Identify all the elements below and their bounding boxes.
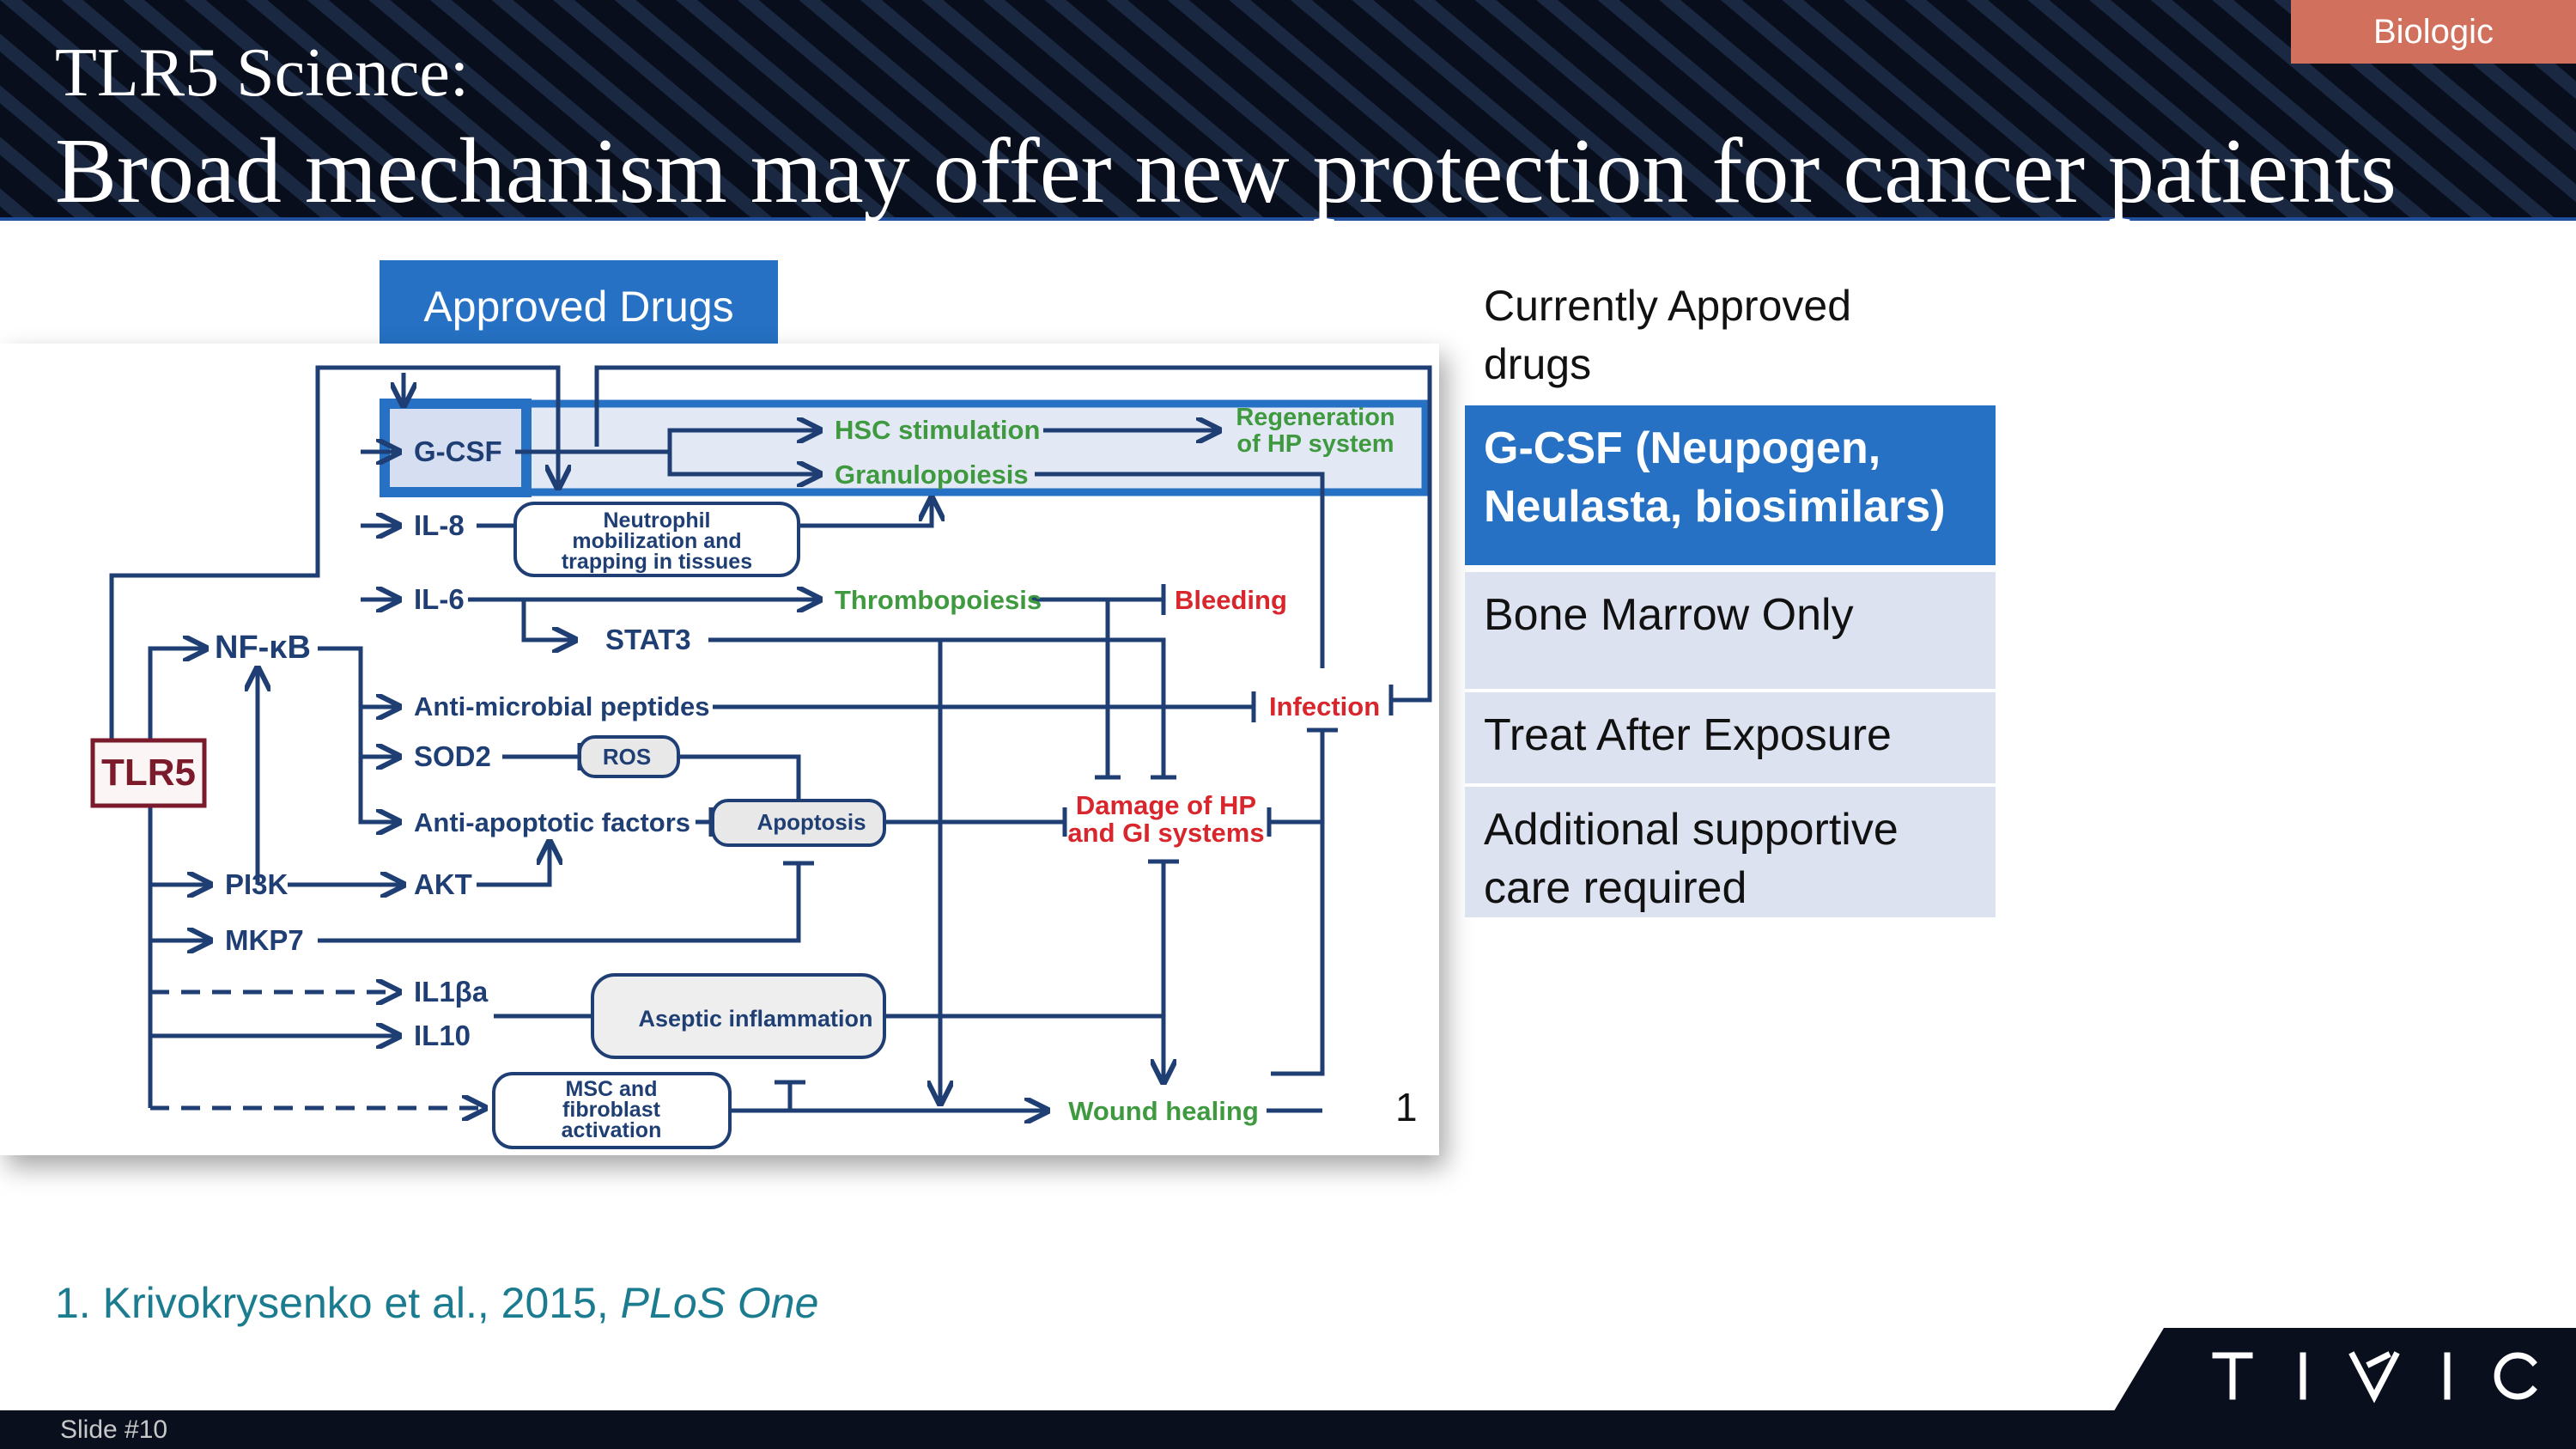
node-pi3k: PI3K <box>225 868 289 900</box>
citation: 1. Krivokrysenko et al., 2015, PLoS One <box>55 1278 818 1328</box>
node-mkp7: MKP7 <box>225 924 304 956</box>
node-amp: Anti-microbial peptides <box>414 691 709 721</box>
tlr5-pathway-figure: G-CSF IL-8 IL-6 STAT3 Anti-microbial pep… <box>0 344 1439 1155</box>
slide-title-line2: Broad mechanism may offer new protection… <box>55 120 2397 221</box>
outcome-damage-1: Damage of HP <box>1076 790 1256 820</box>
outcome-regen-1: Regeneration <box>1236 404 1394 431</box>
approved-drugs-label: Approved Drugs <box>380 260 778 353</box>
node-ros: ROS <box>603 744 651 770</box>
outcome-hsc: HSC stimulation <box>835 415 1040 445</box>
node-il6: IL-6 <box>414 583 465 615</box>
node-msc-2: fibroblast <box>562 1098 661 1122</box>
category-badge: Biologic <box>2291 0 2576 64</box>
node-stat3: STAT3 <box>605 624 691 655</box>
header-stripe-pattern <box>0 0 2576 221</box>
row-gcsf: G-CSF (Neupogen, Neulasta, biosimilars) <box>1465 405 1996 565</box>
outcome-wound: Wound healing <box>1068 1096 1259 1126</box>
dashed-connectors <box>150 882 485 1108</box>
slide-number: Slide #10 <box>60 1416 168 1444</box>
tlr5-pathway-diagram: G-CSF IL-8 IL-6 STAT3 Anti-microbial pep… <box>90 365 1432 1149</box>
aseptic-box <box>591 973 886 1059</box>
tlr5-box <box>90 738 207 808</box>
node-msc-1: MSC and <box>566 1077 658 1101</box>
citation-text: 1. Krivokrysenko et al., 2015, <box>55 1279 621 1327</box>
apoptosis-box <box>711 799 886 847</box>
node-il1b: IL1βa <box>414 976 489 1008</box>
right-panel-heading: Currently Approved drugs <box>1484 282 1852 388</box>
slide-header: TLR5 Science: Broad mechanism may offer … <box>0 0 2576 221</box>
node-il8: IL-8 <box>414 509 465 541</box>
footnote-marker: 1 <box>1395 1085 1418 1129</box>
node-antiapop: Anti-apoptotic factors <box>414 807 690 837</box>
row-bone-marrow-only: Bone Marrow Only <box>1465 572 1996 689</box>
node-neutro-2: mobilization and <box>572 529 741 553</box>
citation-journal: PLoS One <box>620 1279 819 1327</box>
node-neutro-3: trapping in tissues <box>562 550 752 574</box>
neutrophil-box <box>513 502 800 577</box>
header-divider <box>0 217 2576 221</box>
node-msc-3: activation <box>562 1118 662 1142</box>
row-treat-after-exposure: Treat After Exposure <box>1465 692 1996 783</box>
msc-box <box>492 1072 732 1149</box>
row-additional-care: Additional supportive care required <box>1465 787 1996 917</box>
node-aseptic: Aseptic inflammation <box>638 1006 872 1032</box>
outcome-thrombo: Thrombopoiesis <box>835 585 1042 615</box>
node-nfkb: NF-κB <box>215 630 311 666</box>
node-sod2: SOD2 <box>414 740 491 772</box>
outcome-granulo: Granulopoiesis <box>835 460 1029 490</box>
outcome-bleeding: Bleeding <box>1175 585 1287 615</box>
node-neutro-1: Neutrophil <box>604 508 711 533</box>
slide-title-line1: TLR5 Science: <box>55 35 470 111</box>
node-apoptosis: Apoptosis <box>756 809 866 835</box>
tivic-logo <box>2112 1328 2576 1414</box>
outcome-infection: Infection <box>1269 691 1380 721</box>
outcome-regen-2: of HP system <box>1236 430 1394 458</box>
node-tlr5: TLR5 <box>101 752 196 794</box>
node-akt: AKT <box>414 868 472 900</box>
node-gcsf: G-CSF <box>414 435 502 467</box>
tivic-logo-mark <box>2112 1328 2576 1414</box>
footer-bar <box>0 1410 2576 1449</box>
ros-box <box>578 735 680 778</box>
node-il10: IL10 <box>414 1020 471 1051</box>
outcome-damage-2: and GI systems <box>1067 818 1264 848</box>
